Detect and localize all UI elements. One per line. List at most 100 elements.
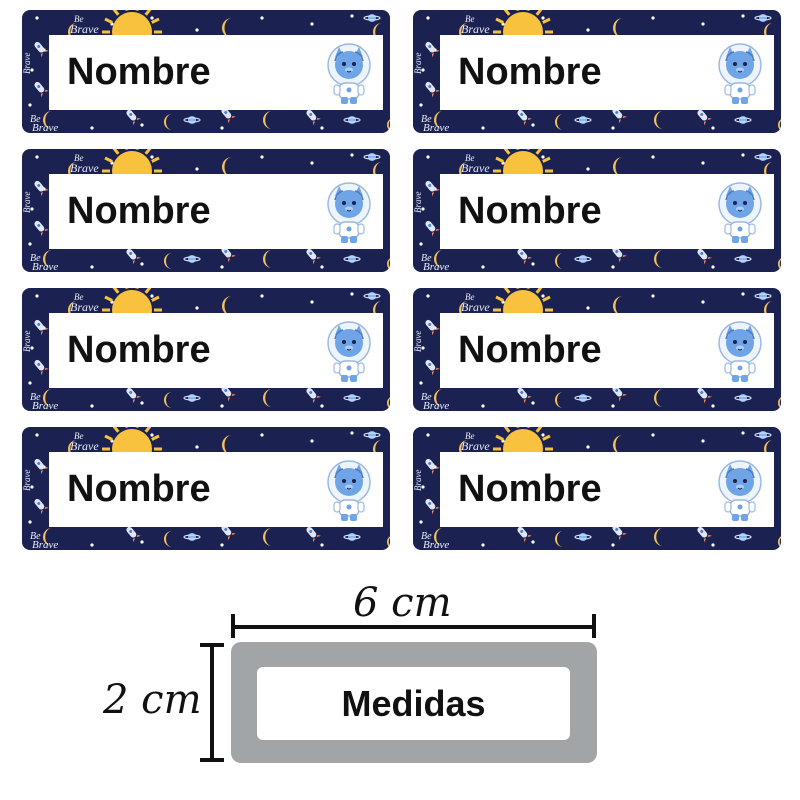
planet-icon <box>183 394 201 402</box>
star-icon <box>195 28 199 32</box>
pattern-text-be-bottom: Be <box>30 253 41 264</box>
moon-icon <box>778 536 781 548</box>
star-icon <box>419 242 423 246</box>
star-icon <box>35 155 39 159</box>
moon-icon <box>387 119 390 131</box>
star-icon <box>260 155 264 159</box>
pattern-text-be: Be <box>465 431 475 441</box>
name-label-white-area: Nombre <box>49 174 383 249</box>
pattern-text-brave: Brave <box>461 300 490 314</box>
rocket-icon <box>697 109 712 126</box>
star-icon <box>611 543 615 547</box>
width-dimension-label: 6 cm <box>353 580 452 626</box>
moon-icon <box>263 389 272 407</box>
name-label-card: BeBraveBraveBeBraveBrave Nombre <box>413 427 781 550</box>
star-icon <box>35 16 39 20</box>
astronaut-monster-icon <box>327 182 371 243</box>
star-icon <box>320 265 324 269</box>
rocket-icon <box>612 107 627 124</box>
astronaut-monster-icon <box>327 460 371 521</box>
planet-icon <box>183 116 201 124</box>
planet-icon <box>363 431 381 439</box>
rocket-icon <box>517 248 532 265</box>
pattern-text-be-bottom: Be <box>421 392 432 403</box>
star-icon <box>220 126 224 130</box>
height-dimension-tick-bottom <box>200 758 224 762</box>
star-icon <box>586 445 590 449</box>
star-icon <box>531 540 535 544</box>
rocket-icon <box>221 524 236 541</box>
name-label-white-area: Nombre <box>49 452 383 527</box>
star-icon <box>421 346 425 350</box>
star-icon <box>30 485 34 489</box>
name-label-white-area: Nombre <box>49 35 383 110</box>
planet-icon <box>734 394 752 402</box>
planet-icon <box>363 292 381 300</box>
planet-icon <box>363 14 381 22</box>
planet-icon <box>183 533 201 541</box>
name-label-card: BeBraveBraveBeBraveBrave Nombre <box>413 288 781 411</box>
star-icon <box>35 294 39 298</box>
pattern-text-brave-bottom: Brave <box>423 261 449 272</box>
name-label-white-area: Nombre <box>440 452 774 527</box>
name-label-card: BeBraveBraveBeBraveBrave Nombre <box>413 149 781 272</box>
star-icon <box>320 543 324 547</box>
height-dimension-label: 2 cm <box>103 677 202 723</box>
star-icon <box>586 167 590 171</box>
pattern-text-be: Be <box>465 14 475 24</box>
rocket-icon <box>34 81 49 98</box>
rocket-icon <box>221 246 236 263</box>
pattern-text-brave-bottom: Brave <box>32 400 58 411</box>
rocket-icon <box>34 319 49 336</box>
pattern-text-brave: Brave <box>461 439 490 453</box>
star-icon <box>310 439 314 443</box>
pattern-text-be-bottom: Be <box>30 392 41 403</box>
star-icon <box>651 155 655 159</box>
moon-icon <box>222 18 232 38</box>
pattern-text-be-bottom: Be <box>30 114 41 125</box>
rocket-icon <box>612 385 627 402</box>
astronaut-monster-icon <box>718 43 762 104</box>
rocket-icon <box>126 248 141 265</box>
star-icon <box>195 306 199 310</box>
star-icon <box>421 485 425 489</box>
star-icon <box>140 262 144 266</box>
moon-icon <box>43 111 52 129</box>
star-icon <box>419 381 423 385</box>
pattern-text-be-bottom: Be <box>421 114 432 125</box>
astronaut-monster-icon <box>327 43 371 104</box>
astronaut-monster-icon <box>718 460 762 521</box>
rocket-icon <box>697 526 712 543</box>
star-icon <box>741 14 745 18</box>
planet-icon <box>734 116 752 124</box>
pattern-text-be-bottom: Be <box>421 253 432 264</box>
moon-icon <box>778 119 781 131</box>
star-icon <box>220 543 224 547</box>
moon-icon <box>164 392 172 408</box>
star-icon <box>260 294 264 298</box>
name-label-white-area: Nombre <box>440 35 774 110</box>
moon-icon <box>222 435 232 455</box>
measurement-sample-text: Medidas <box>341 683 486 724</box>
moon-icon <box>654 250 663 268</box>
star-icon <box>220 265 224 269</box>
name-label-white-area: Nombre <box>49 313 383 388</box>
star-icon <box>310 22 314 26</box>
pattern-text-be-bottom: Be <box>30 531 41 542</box>
height-dimension-line <box>210 645 214 760</box>
name-label-text: Nombre <box>458 190 602 232</box>
name-label-text: Nombre <box>458 329 602 371</box>
moon-icon <box>654 111 663 129</box>
measurement-sample-inner: Medidas <box>257 667 570 740</box>
rocket-icon <box>612 246 627 263</box>
pattern-text-brave: Brave <box>70 439 99 453</box>
pattern-text-be: Be <box>465 153 475 163</box>
moon-icon <box>43 250 52 268</box>
moon-icon <box>222 157 232 177</box>
rocket-icon <box>126 526 141 543</box>
star-icon <box>711 126 715 130</box>
moon-icon <box>222 296 232 316</box>
star-icon <box>711 265 715 269</box>
rocket-icon <box>517 109 532 126</box>
width-dimension-tick-right <box>592 614 596 638</box>
